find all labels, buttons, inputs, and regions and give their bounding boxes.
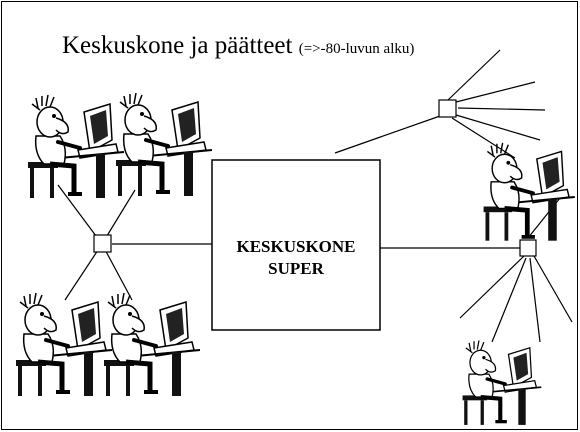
hub-left [93, 234, 112, 253]
central-computer-box [211, 159, 381, 331]
terminal-user-top-middle [116, 93, 212, 196]
diagram-title: Keskuskone ja päätteet (=>-80-luvun alku… [62, 32, 414, 60]
central-computer-line2: SUPER [268, 259, 324, 278]
left-hub-lines [57, 184, 212, 301]
terminal-user-top-right [484, 143, 575, 241]
terminal-user-top-left [28, 95, 124, 198]
title-main: Keskuskone ja päätteet [62, 32, 293, 59]
terminal-user-bottom-left [16, 293, 112, 396]
terminal-user-bottom-middle [104, 293, 200, 396]
hub-bottom-right [519, 239, 537, 257]
central-computer-label: KESKUSKONE SUPER [212, 236, 380, 280]
top-right-hub-lines [334, 49, 546, 159]
hub-top-right [438, 99, 457, 118]
bottom-right-hub-lines [380, 197, 573, 343]
terminal-user-bottom-right [463, 340, 542, 424]
central-computer-line1: KESKUSKONE [236, 237, 356, 256]
title-subtitle: (=>-80-luvun alku) [298, 41, 415, 57]
